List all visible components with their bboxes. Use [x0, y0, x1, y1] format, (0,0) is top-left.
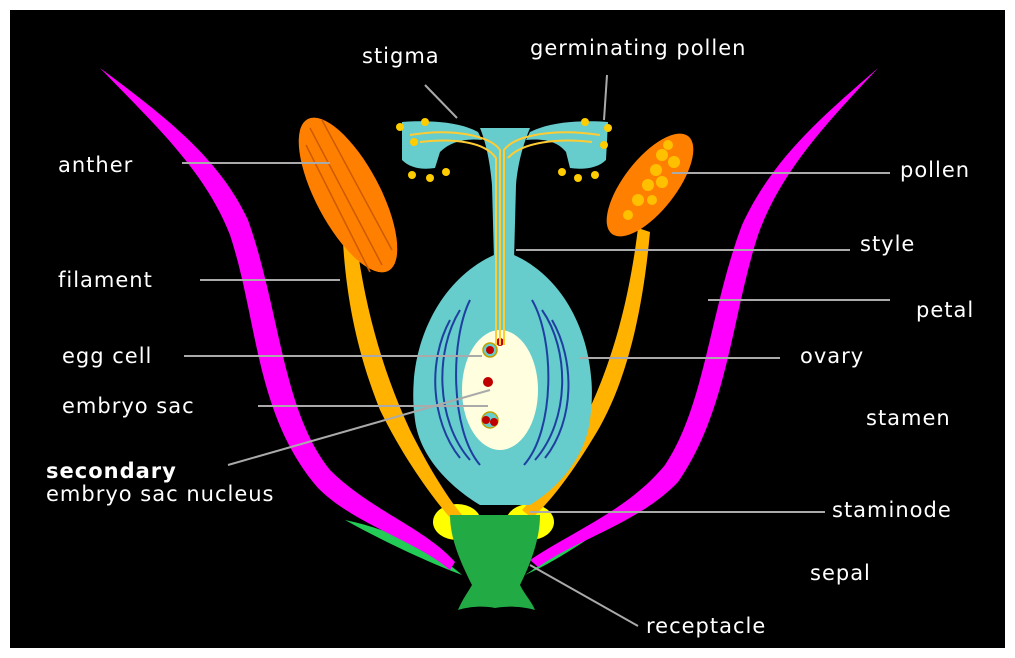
label-embryo-sac: embryo sac: [62, 396, 195, 417]
receptacle: [450, 515, 540, 610]
label-stigma: stigma: [362, 46, 440, 67]
embryo-sac: [462, 330, 538, 450]
label-receptacle: receptacle: [646, 616, 766, 637]
label-germinating-pollen: germinating pollen: [530, 38, 746, 59]
label-stamen: stamen: [866, 408, 951, 429]
label-anther: anther: [58, 155, 133, 176]
label-pollen: pollen: [900, 160, 970, 181]
label-staminode: staminode: [832, 500, 952, 521]
label-petal: petal: [916, 300, 974, 321]
label-egg-cell: egg cell: [62, 346, 152, 367]
label-secondary: secondary: [46, 461, 177, 482]
label-embryo-sac-nucleus: embryo sac nucleus: [46, 484, 275, 505]
stigma-right: [526, 121, 608, 168]
diagram-frame: stigma germinating pollen anther pollen …: [10, 10, 1005, 648]
label-style: style: [860, 234, 915, 255]
label-filament: filament: [58, 270, 153, 291]
label-ovary: ovary: [800, 346, 864, 367]
flower-diagram: [10, 10, 1005, 648]
label-sepal: sepal: [810, 563, 871, 584]
